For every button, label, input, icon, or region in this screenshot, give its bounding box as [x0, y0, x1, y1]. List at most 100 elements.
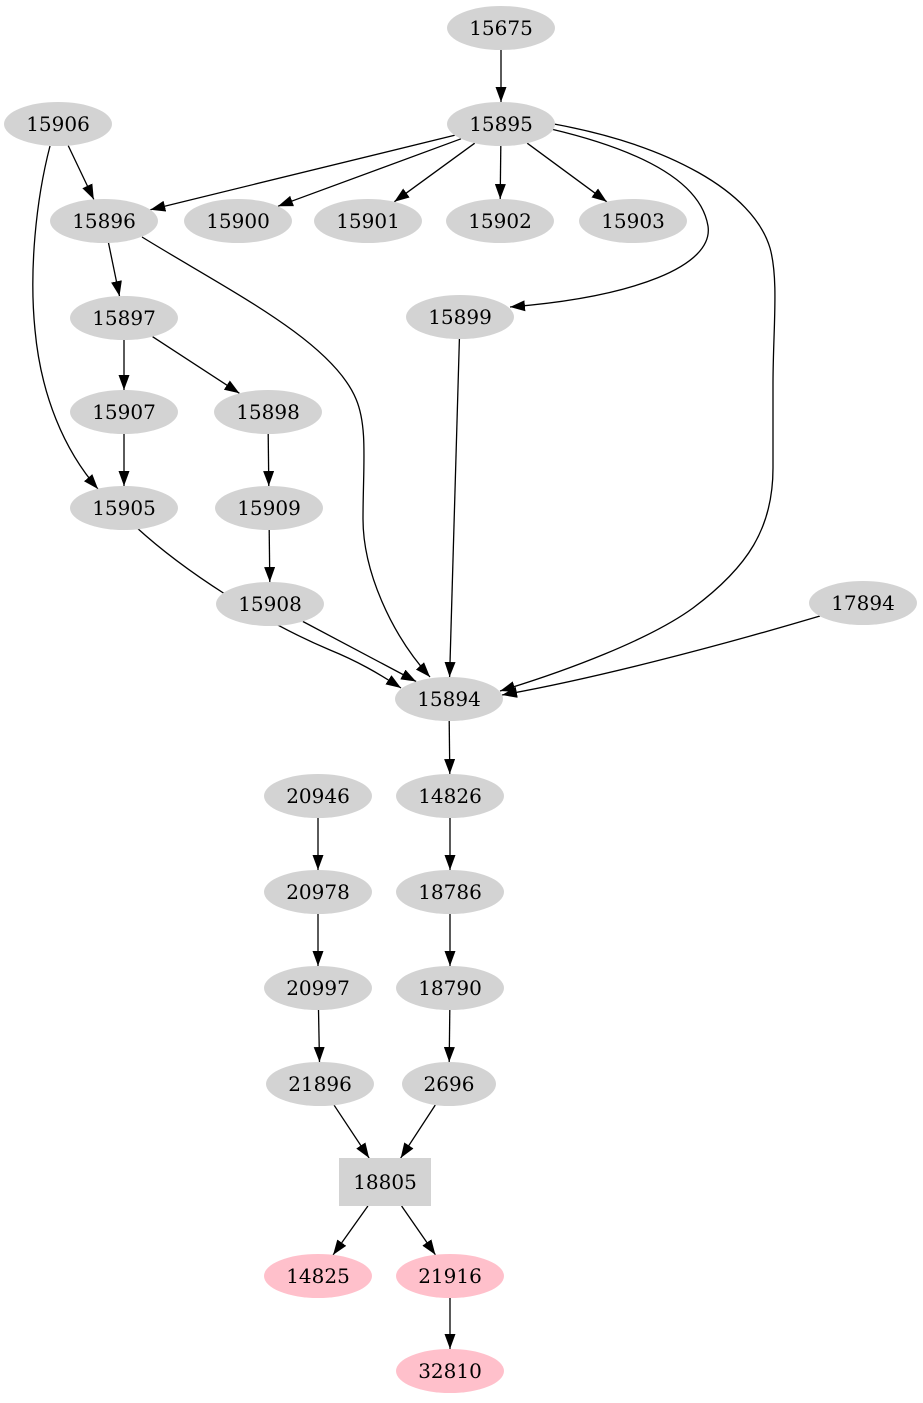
edge-18805-to-14825 [332, 1205, 369, 1256]
node-label-15896: 15896 [72, 209, 136, 233]
node-ellipse [264, 1254, 372, 1298]
node-label-15899: 15899 [428, 305, 492, 329]
node-label-14826: 14826 [418, 784, 482, 808]
node-box [339, 1158, 431, 1206]
node-label-20946: 20946 [286, 784, 350, 808]
node-ellipse [809, 581, 917, 625]
node-label-15898: 15898 [236, 400, 300, 424]
node-label-21916: 21916 [418, 1264, 482, 1288]
edge-15906-to-15905 [32, 145, 99, 490]
node-label-15675: 15675 [469, 16, 533, 40]
node-ellipse [70, 296, 178, 340]
edge-20997-to-21896 [313, 1009, 325, 1063]
graph-node-18786: 18786 [396, 870, 504, 914]
graph-node-20946: 20946 [264, 774, 372, 818]
node-ellipse [447, 102, 555, 146]
graph-node-15895: 15895 [447, 102, 555, 146]
edge-15898-to-15909 [263, 433, 275, 487]
graph-node-15901: 15901 [314, 199, 422, 243]
edge-15897-to-15898 [152, 336, 240, 394]
node-label-32810: 32810 [418, 1359, 482, 1383]
node-ellipse [215, 486, 323, 530]
node-ellipse [446, 199, 554, 243]
node-ellipse [264, 774, 372, 818]
edge-15905-to-15894 [135, 526, 402, 689]
graph-node-15907: 15907 [70, 390, 178, 434]
graph-node-15908: 15908 [216, 582, 324, 626]
graph-node-14825: 14825 [264, 1254, 372, 1298]
graph-node-15900: 15900 [184, 199, 292, 243]
edge-15906-to-15896 [67, 145, 95, 200]
edge-15899-to-15894 [444, 338, 461, 678]
node-ellipse [396, 966, 504, 1010]
graph-node-17894: 17894 [809, 581, 917, 625]
edge-15895-to-15900 [277, 138, 462, 207]
graph-node-15896: 15896 [50, 199, 158, 243]
node-label-15894: 15894 [417, 687, 481, 711]
graph-node-20997: 20997 [264, 966, 372, 1010]
graph-node-14826: 14826 [396, 774, 504, 818]
node-label-14825: 14825 [286, 1264, 350, 1288]
node-ellipse [266, 1062, 374, 1106]
edge-15896-to-15894 [141, 236, 431, 678]
node-label-15900: 15900 [206, 209, 270, 233]
node-label-18790: 18790 [418, 976, 482, 1000]
edge-15908-to-15894 [302, 620, 417, 683]
node-ellipse [184, 199, 292, 243]
edge-21896-to-18805 [333, 1104, 370, 1159]
node-ellipse [406, 295, 514, 339]
graph-node-21896: 21896 [266, 1062, 374, 1106]
node-ellipse [396, 774, 504, 818]
graph-node-15906: 15906 [4, 102, 112, 146]
node-label-15902: 15902 [468, 209, 532, 233]
node-ellipse [396, 1254, 504, 1298]
node-ellipse [396, 870, 504, 914]
graph-node-15898: 15898 [214, 390, 322, 434]
node-ellipse [214, 390, 322, 434]
node-ellipse [70, 390, 178, 434]
node-ellipse [314, 199, 422, 243]
graph-node-15897: 15897 [70, 296, 178, 340]
node-label-20997: 20997 [286, 976, 350, 1000]
graph-node-15894: 15894 [395, 677, 503, 721]
edge-layer [32, 50, 821, 1349]
edge-18790-to-2696 [443, 1009, 455, 1063]
node-label-2696: 2696 [424, 1072, 475, 1096]
edge-15896-to-15897 [107, 242, 122, 297]
node-label-21896: 21896 [288, 1072, 352, 1096]
edge-15895-to-15899 [509, 128, 709, 312]
node-label-15909: 15909 [237, 496, 301, 520]
graph-node-15899: 15899 [406, 295, 514, 339]
graph-node-32810: 32810 [396, 1349, 504, 1393]
edge-15895-to-15894 [499, 123, 776, 692]
graph-node-15902: 15902 [446, 199, 554, 243]
node-label-15908: 15908 [238, 592, 302, 616]
edge-15895-to-15901 [393, 142, 476, 203]
node-ellipse [216, 582, 324, 626]
edge-2696-to-18805 [400, 1104, 436, 1159]
node-label-15903: 15903 [601, 209, 665, 233]
graph-node-21916: 21916 [396, 1254, 504, 1298]
node-label-15907: 15907 [92, 400, 156, 424]
node-label-20978: 20978 [286, 880, 350, 904]
node-label-15901: 15901 [336, 209, 400, 233]
edge-17894-to-15894 [501, 615, 821, 698]
graph-node-2696: 2696 [402, 1062, 496, 1106]
node-ellipse [4, 102, 112, 146]
node-ellipse [579, 199, 687, 243]
node-ellipse [264, 870, 372, 914]
node-label-18786: 18786 [418, 880, 482, 904]
edge-15909-to-15908 [264, 529, 276, 583]
node-ellipse [70, 486, 178, 530]
node-ellipse [395, 677, 503, 721]
node-layer: 15675 15895 15906 15896 15900 15901 15902 15903… [4, 6, 917, 1393]
edge-18805-to-21916 [401, 1205, 436, 1256]
node-ellipse [402, 1062, 496, 1106]
graph-node-15909: 15909 [215, 486, 323, 530]
edge-15895-to-15896 [150, 134, 455, 212]
node-label-15897: 15897 [92, 306, 156, 330]
graph-node-18805: 18805 [339, 1158, 431, 1206]
edge-15895-to-15903 [526, 142, 608, 203]
